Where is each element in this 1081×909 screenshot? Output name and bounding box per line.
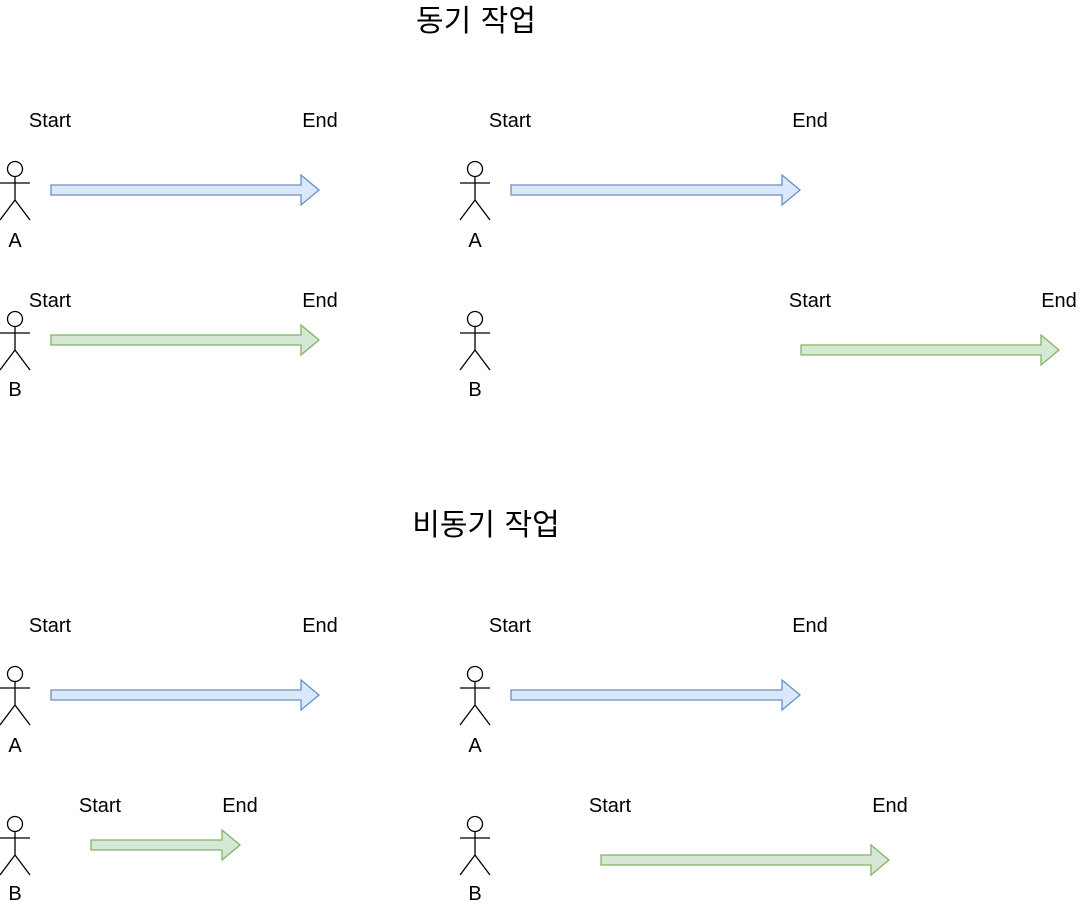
- sync-left-actor-b-label: B: [8, 379, 21, 401]
- async-left-actor-a-icon: [0, 665, 31, 726]
- sync-right-b-start-label: Start: [789, 290, 832, 312]
- sync-right-b-end-label: End: [1041, 290, 1077, 312]
- sync-right-actor-a-label: A: [468, 230, 482, 252]
- async-right-actor-b-label: B: [468, 883, 481, 905]
- sync-left-a-start-label: Start: [29, 110, 72, 132]
- sync-left-b-start-label: Start: [29, 290, 72, 312]
- async-left-actor-b-label: B: [8, 883, 21, 905]
- async-left-actor-b-icon: [0, 815, 31, 876]
- async-title: 비동기 작업: [412, 508, 560, 543]
- async-left-b-arrow: [90, 828, 242, 862]
- sync-right-actor-b-icon: [459, 310, 491, 371]
- async-left-b-end-label: End: [222, 795, 258, 817]
- sync-right-actor-b-label: B: [468, 379, 481, 401]
- async-right-actor-a-icon: [459, 665, 491, 726]
- async-right-b-start-label: Start: [589, 795, 632, 817]
- sync-right-actor-a-icon: [459, 160, 491, 221]
- sync-right-a-end-label: End: [792, 110, 828, 132]
- async-right-actor-b-icon: [459, 815, 491, 876]
- sync-right-b-arrow: [800, 333, 1061, 367]
- sync-left-b-arrow: [50, 323, 321, 357]
- async-left-a-end-label: End: [302, 615, 338, 637]
- shapes-layer: [0, 160, 1061, 877]
- sync-left-actor-b-icon: [0, 310, 31, 371]
- async-left-a-arrow: [50, 678, 321, 712]
- sync-left-actor-a-icon: [0, 160, 31, 221]
- async-left-a-start-label: Start: [29, 615, 72, 637]
- async-right-actor-a-label: A: [468, 735, 482, 757]
- sync-right-a-start-label: Start: [489, 110, 532, 132]
- async-right-a-start-label: Start: [489, 615, 532, 637]
- sync-right-a-arrow: [510, 173, 802, 207]
- async-left-actor-a-label: A: [8, 735, 22, 757]
- sync-title: 동기 작업: [416, 4, 536, 39]
- sync-left-actor-a-label: A: [8, 230, 22, 252]
- async-right-b-end-label: End: [872, 795, 908, 817]
- async-right-b-arrow: [600, 843, 891, 877]
- async-right-a-arrow: [510, 678, 802, 712]
- async-right-a-end-label: End: [792, 615, 828, 637]
- sync-left-a-arrow: [50, 173, 321, 207]
- async-left-b-start-label: Start: [79, 795, 122, 817]
- sync-left-b-end-label: End: [302, 290, 338, 312]
- sync-left-a-end-label: End: [302, 110, 338, 132]
